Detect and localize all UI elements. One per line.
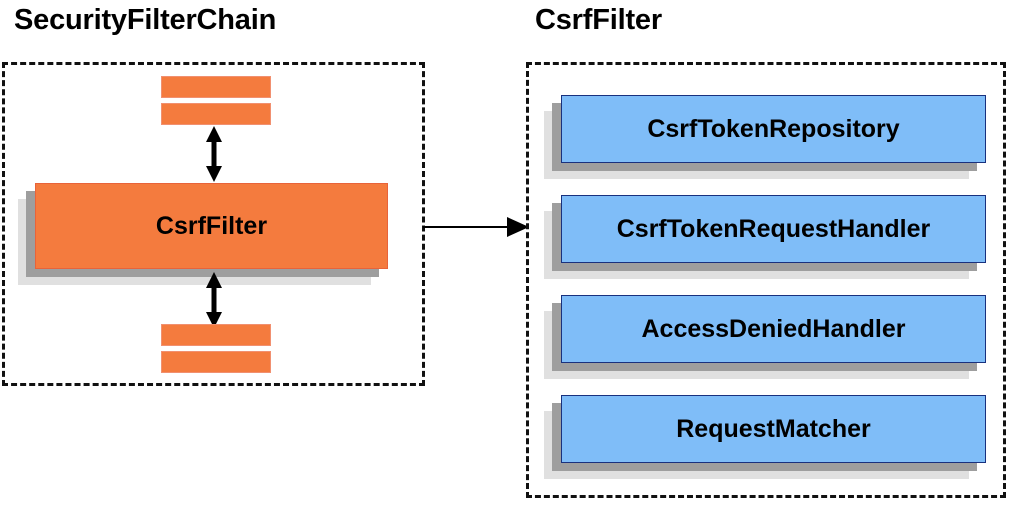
filter-bar-3 [161, 324, 271, 346]
bidirectional-arrow-top [206, 126, 222, 182]
collaborator-1-label: CsrfTokenRequestHandler [616, 214, 931, 243]
csrf-filter-container [526, 62, 1006, 498]
collaborator-3-label: RequestMatcher [676, 414, 871, 443]
security-filter-chain-container [2, 62, 425, 386]
collaborator-csrf-token-request-handler[interactable]: CsrfTokenRequestHandler [561, 195, 986, 263]
node-csrf-filter-label: CsrfFilter [155, 211, 268, 240]
collaborator-2-label: AccessDeniedHandler [641, 314, 906, 343]
page-title-csrf-filter: CsrfFilter [535, 4, 662, 36]
bidirectional-arrow-bottom [206, 272, 222, 328]
filter-bar-1 [161, 76, 271, 98]
collaborator-request-matcher[interactable]: RequestMatcher [561, 395, 986, 463]
collaborator-0-label: CsrfTokenRepository [647, 114, 900, 143]
filter-bar-4 [161, 351, 271, 373]
collaborator-csrf-token-repository[interactable]: CsrfTokenRepository [561, 95, 986, 163]
node-csrf-filter[interactable]: CsrfFilter [35, 183, 388, 269]
collaborator-access-denied-handler[interactable]: AccessDeniedHandler [561, 295, 986, 363]
page-title-security-filter-chain: SecurityFilterChain [14, 4, 277, 36]
filter-bar-2 [161, 103, 271, 125]
chain-to-csrf-arrow [423, 217, 529, 237]
